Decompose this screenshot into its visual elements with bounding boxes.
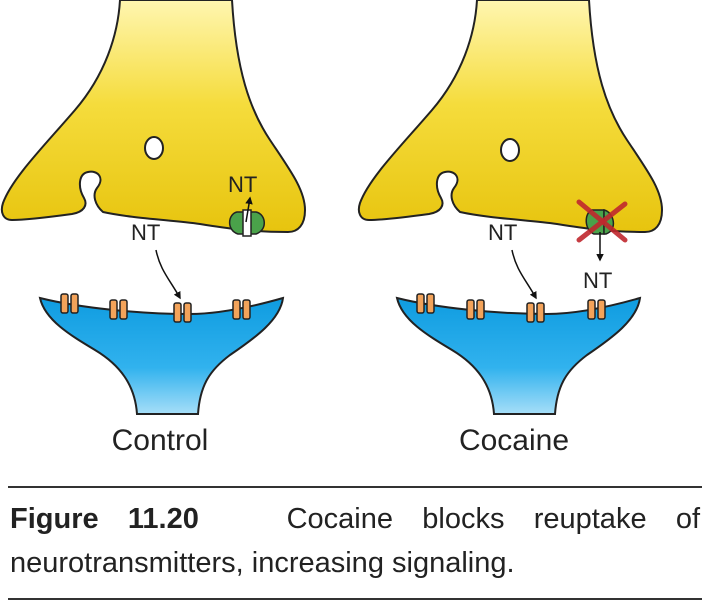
- nt-label-accumulated-cocaine: NT: [583, 268, 612, 293]
- presynaptic-terminal-control: [0, 0, 307, 234]
- nt-label-released-cocaine: NT: [488, 220, 517, 245]
- caption-text-line1: Cocaine blocks reuptake of: [286, 503, 701, 535]
- figure-caption: Figure 11.20 Cocaine blocks reuptake of: [10, 497, 700, 585]
- panel-label-cocaine: Cocaine: [458, 424, 570, 457]
- receptor-control-3: [173, 302, 192, 323]
- panel-label-control: Control: [111, 424, 209, 457]
- diffusion-arrow-cocaine: [511, 249, 537, 300]
- block-x-icon: [576, 199, 628, 243]
- vesicle-cocaine: [500, 138, 520, 162]
- nt-label-released-control: NT: [131, 220, 160, 245]
- receptor-control-1: [60, 293, 79, 314]
- control-panel: NT NT: [0, 0, 307, 415]
- presynaptic-terminal-cocaine: [357, 0, 664, 234]
- nt-label-reuptake-control: NT: [228, 172, 257, 197]
- figure-number: Figure 11.20: [10, 503, 199, 535]
- caption-text-line2: neurotransmitters, increasing signaling.: [10, 547, 515, 579]
- vesicle-control: [144, 136, 164, 160]
- receptor-control-4: [232, 299, 251, 320]
- receptor-cocaine-3: [526, 302, 545, 323]
- cocaine-panel: NT NT: [357, 0, 664, 415]
- diffusion-arrow-control: [155, 249, 181, 300]
- receptor-cocaine-4: [587, 299, 606, 320]
- reuptake-arrow-control: [245, 196, 253, 223]
- transporter-control: [228, 209, 265, 237]
- caption-rule-top: [8, 486, 702, 488]
- synapse-diagram: NT NT NT NT: [0, 0, 664, 415]
- receptor-cocaine-2: [466, 299, 485, 320]
- caption-rule-bottom: [8, 598, 702, 600]
- receptor-cocaine-1: [416, 293, 435, 314]
- receptor-control-2: [109, 299, 128, 320]
- postsynaptic-terminal-control: [38, 296, 285, 415]
